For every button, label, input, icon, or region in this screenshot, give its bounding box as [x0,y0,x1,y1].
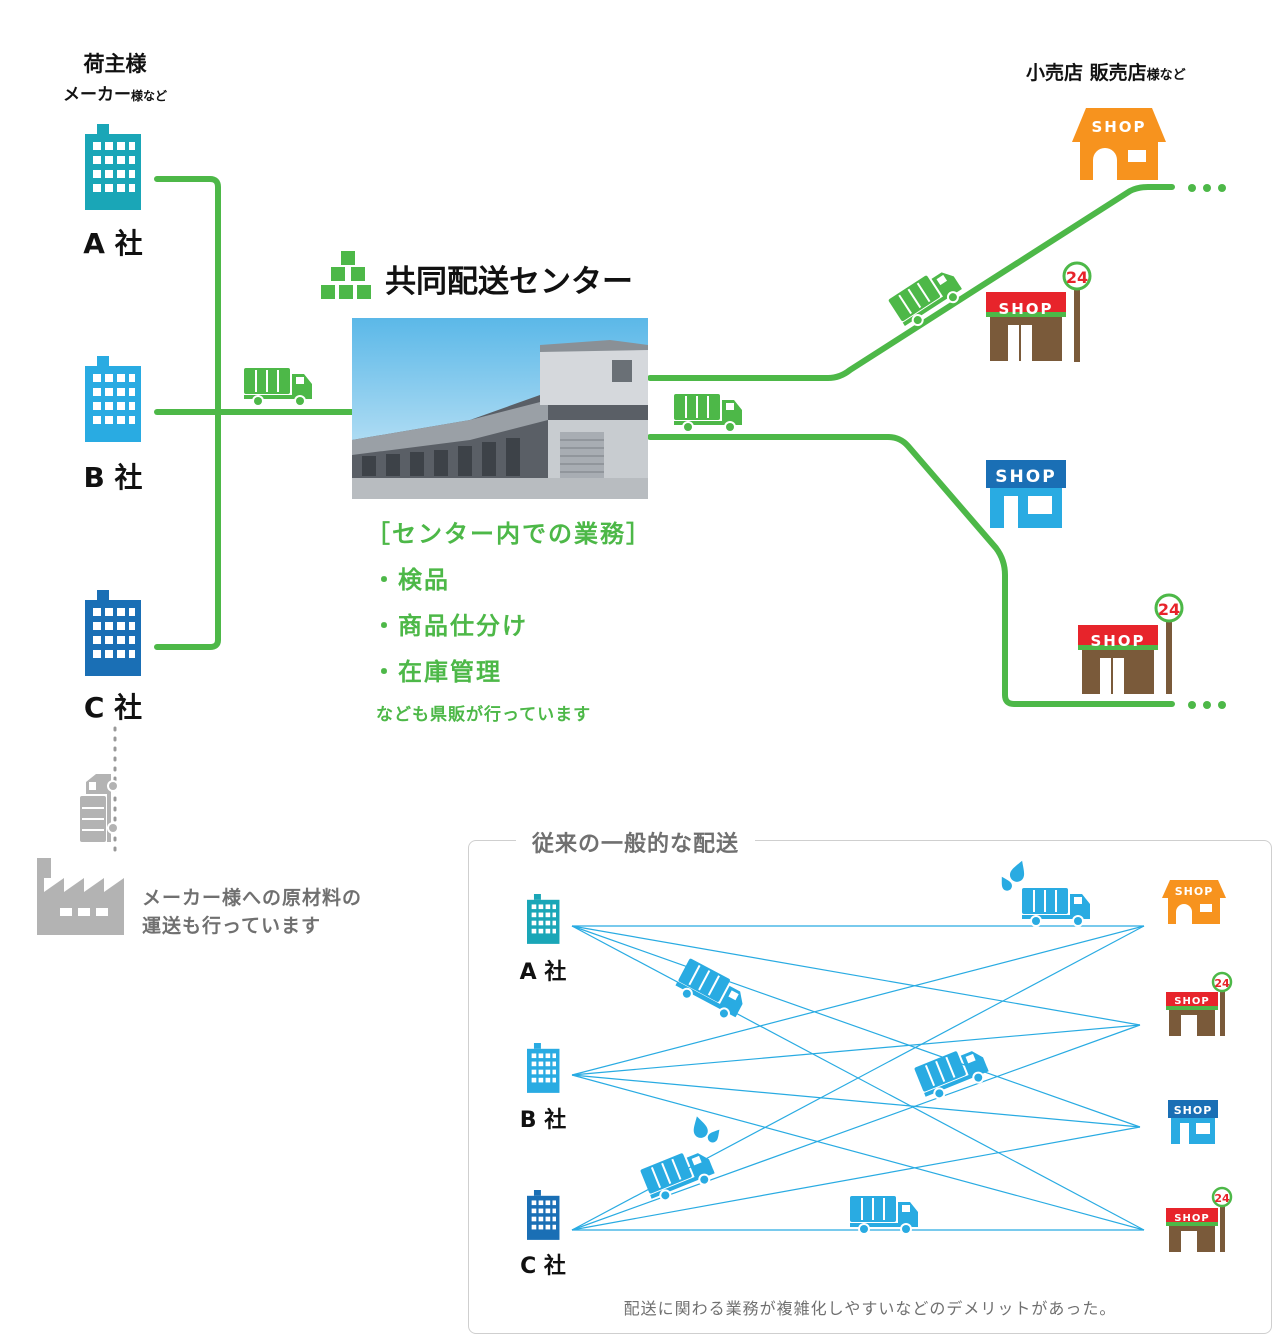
shippers-title: 荷主様 [83,52,147,76]
shop-blue-icon [986,460,1066,528]
building-c-icon [85,590,141,676]
shippers-subtitle-main: メーカー [62,85,131,105]
task-inventory: ・在庫管理 [372,658,502,686]
traditional-company-b-label: B 社 [519,1108,567,1133]
line-lower-route [647,434,1175,707]
small-badge-24-2: 24 [1214,1192,1230,1205]
ellipsis-dots [1188,184,1226,709]
small-shop-convenience-1-icon [1166,971,1233,1036]
shop-convenience-1-icon [986,261,1092,362]
traditional-frame [468,840,1272,1334]
factory-note: メーカー様への原材料の 運送も行っています [142,884,362,940]
center-title: 共同配送センター [385,264,633,300]
factory-truck-icon [79,773,120,843]
tasks-heading: ［センター内での業務］ [366,520,652,548]
company-b-label: B 社 [83,461,143,494]
company-a-label: A 社 [83,227,143,260]
traditional-company-a-label: A 社 [519,960,567,985]
truck-to-center-icon [243,367,313,408]
badge-24-2: 24 [1158,600,1180,619]
factory-note-line-2: 運送も行っています [142,915,322,937]
small-shop-label-conv-2: SHOP [1174,1213,1209,1224]
tasks-note: なども県販が行っています [376,705,592,725]
shop-label-blue: SHOP [995,467,1056,487]
small-shop-orange-icon [1162,880,1226,924]
retailers-title-main: 小売店 販売店 [1026,62,1147,84]
retailers-title-small: 様など [1146,68,1186,83]
building-b-icon [85,356,141,442]
small-shop-label-blue: SHOP [1174,1104,1213,1117]
shop-label-conv-2: SHOP [1090,632,1145,650]
traditional-title: 従来の一般的な配送 [516,826,756,858]
traditional-company-c-label: C 社 [520,1254,566,1279]
small-shop-convenience-2-icon [1166,1186,1233,1252]
company-c-label: C 社 [83,691,143,724]
small-shop-label-orange: SHOP [1175,885,1214,898]
line-upper-route [647,184,1175,381]
small-badge-24-1: 24 [1214,977,1230,990]
warehouse-photo [352,318,648,499]
factory-note-line-1: メーカー様への原材料の [142,887,363,909]
shop-label-orange: SHOP [1091,118,1146,136]
truck-lower-route-icon [673,393,743,434]
shop-convenience-2-icon [1078,593,1184,694]
shop-label-conv-1: SHOP [998,300,1053,318]
badge-24-1: 24 [1066,268,1088,287]
factory-icon [37,858,124,935]
small-shop-label-conv-1: SHOP [1174,996,1209,1007]
small-shop-blue-icon [1168,1100,1218,1144]
shippers-subtitle: メーカー様など [40,80,190,105]
retailers-title: 小売店 販売店様など [1026,58,1186,85]
shop-orange-icon [1072,108,1166,180]
cube-logo-icon [319,249,373,301]
building-a-icon [85,124,141,210]
task-inspection: ・検品 [372,566,450,594]
task-sorting: ・商品仕分け [372,612,528,640]
traditional-caption: 配送に関わる業務が複雑化しやすいなどのデメリットがあった。 [623,1299,1117,1318]
shippers-subtitle-small: 様など [130,89,167,103]
